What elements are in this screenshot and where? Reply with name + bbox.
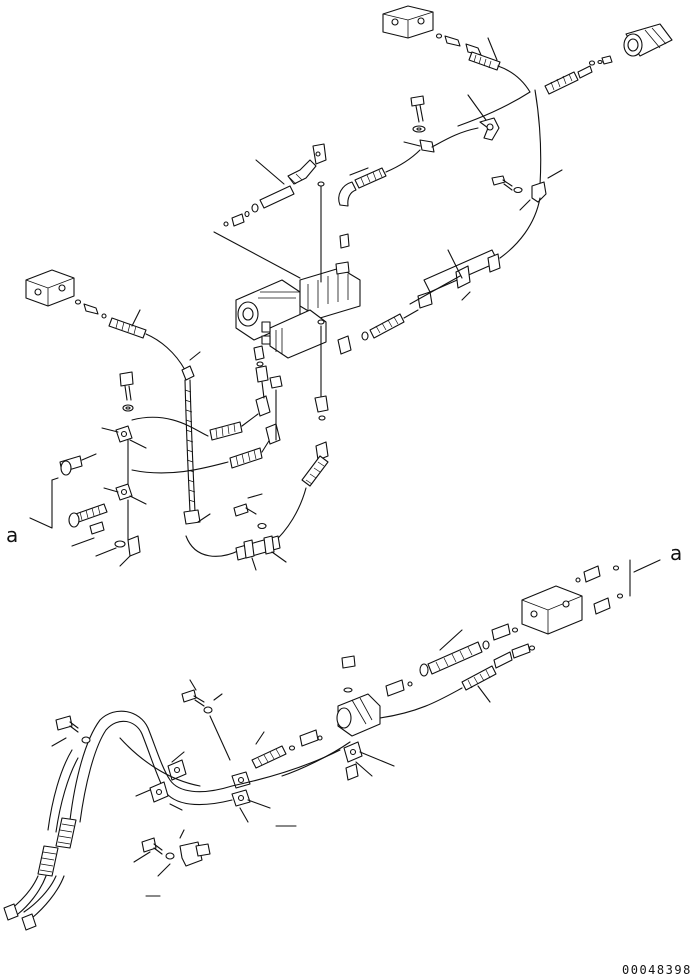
cylinder-lower bbox=[336, 655, 413, 737]
clamp-pair-lower bbox=[197, 493, 287, 571]
bolt-cluster-bottom bbox=[51, 715, 211, 877]
hose-elbow-upper bbox=[338, 149, 421, 207]
hoses-lower-right bbox=[379, 623, 536, 719]
clamp-bracket-right bbox=[409, 249, 501, 309]
document-number: 00048398 bbox=[622, 963, 692, 977]
fittings-left-to-a bbox=[29, 453, 141, 567]
valve-block-left bbox=[25, 269, 107, 319]
bolt-cluster-right bbox=[491, 169, 563, 259]
clamp-pair-center-lower bbox=[231, 771, 297, 827]
fittings-top-chain bbox=[435, 33, 482, 56]
pipe-u-shape bbox=[3, 710, 233, 931]
hose-lower-mid bbox=[251, 729, 323, 769]
clamps-u-pipe bbox=[135, 751, 187, 811]
hose-top bbox=[468, 37, 531, 93]
hose-upper-lower-right bbox=[337, 309, 419, 355]
valve-block-lower bbox=[521, 559, 661, 635]
clamp-column-left bbox=[101, 371, 147, 541]
hose-center-top bbox=[213, 159, 317, 279]
cylinder-top-right bbox=[588, 23, 673, 66]
view-ref-a-right: a bbox=[670, 541, 682, 565]
hose-left-upper bbox=[108, 309, 186, 371]
hose-center-down bbox=[271, 441, 329, 545]
clamp-lower-right bbox=[281, 741, 395, 781]
pump-motor-unit bbox=[235, 267, 361, 359]
fittings-column-center bbox=[312, 143, 350, 421]
bolt-cluster-lower-left bbox=[181, 679, 231, 761]
armored-hose-vertical bbox=[181, 351, 241, 557]
hoses-left-mid bbox=[131, 395, 281, 474]
bolt-cluster-upper bbox=[403, 94, 500, 153]
valve-block-top bbox=[382, 5, 434, 39]
view-ref-a-left: a bbox=[6, 523, 18, 547]
pipe-lower-connect bbox=[119, 737, 341, 897]
fittings-center-lower bbox=[253, 345, 283, 441]
hose-top-right bbox=[457, 65, 593, 186]
